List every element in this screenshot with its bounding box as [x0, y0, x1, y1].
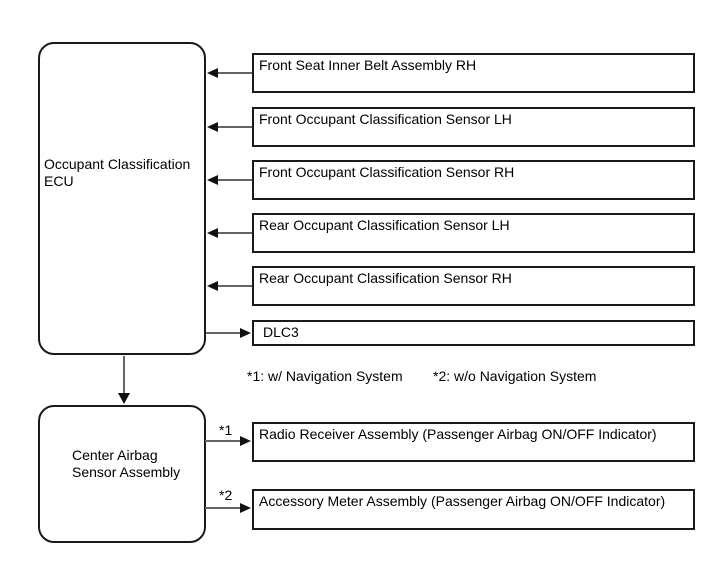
box-label: Front Seat Inner Belt Assembly RH	[259, 57, 477, 73]
occupant-classification-ecu-box: Occupant Classification ECU	[38, 42, 206, 355]
arrow-left-icon	[207, 122, 218, 132]
box-front-occupant-classification-sensor-rh: Front Occupant Classification Sensor RH	[252, 160, 695, 200]
footnote-wo-navigation: *2: w/o Navigation System	[433, 368, 597, 384]
occupant-classification-ecu-label: Occupant Classification ECU	[40, 44, 204, 190]
box-label: Rear Occupant Classification Sensor LH	[259, 217, 510, 233]
arrow-down-icon	[118, 393, 130, 404]
box-accessory-meter-assembly: Accessory Meter Assembly (Passenger Airb…	[252, 489, 695, 530]
box-label: Accessory Meter Assembly (Passenger Airb…	[259, 493, 666, 509]
box-front-occupant-classification-sensor-lh: Front Occupant Classification Sensor LH	[252, 107, 695, 147]
connector-line	[205, 507, 242, 509]
arrow-left-icon	[207, 175, 218, 185]
center-airbag-label-line1: Center Airbag	[72, 447, 158, 463]
connector-line	[206, 332, 242, 334]
arrow-right-icon	[240, 503, 251, 513]
box-rear-occupant-classification-sensor-rh: Rear Occupant Classification Sensor RH	[252, 266, 695, 306]
connector-line	[123, 356, 125, 394]
connector-line	[216, 285, 252, 287]
box-label: Rear Occupant Classification Sensor RH	[259, 270, 512, 286]
footnote-w-navigation: *1: w/ Navigation System	[247, 368, 403, 384]
box-front-seat-inner-belt-assembly-rh: Front Seat Inner Belt Assembly RH	[252, 53, 695, 93]
connector-line	[216, 232, 252, 234]
box-label: DLC3	[263, 324, 299, 340]
box-label: Front Occupant Classification Sensor RH	[259, 164, 515, 180]
connector-line	[216, 179, 252, 181]
connector-line	[216, 72, 252, 74]
center-airbag-sensor-assembly-box: Center Airbag Sensor Assembly	[38, 405, 206, 543]
marker-star1: *1	[219, 422, 233, 438]
connector-line	[205, 440, 242, 442]
arrow-right-icon	[240, 328, 251, 338]
arrow-left-icon	[207, 68, 218, 78]
arrow-left-icon	[207, 228, 218, 238]
center-airbag-label-line2: Sensor Assembly	[72, 464, 181, 480]
box-radio-receiver-assembly: Radio Receiver Assembly (Passenger Airba…	[252, 422, 695, 462]
box-label: Radio Receiver Assembly (Passenger Airba…	[259, 426, 657, 442]
arrow-right-icon	[240, 436, 251, 446]
ecu-label-line1: Occupant Classification	[44, 156, 191, 172]
ecu-label-line2: ECU	[44, 173, 74, 189]
connector-line	[216, 126, 252, 128]
arrow-left-icon	[207, 281, 218, 291]
box-label: Front Occupant Classification Sensor LH	[259, 111, 512, 127]
box-rear-occupant-classification-sensor-lh: Rear Occupant Classification Sensor LH	[252, 213, 695, 253]
center-airbag-label: Center Airbag Sensor Assembly	[40, 407, 204, 481]
marker-star2: *2	[219, 487, 233, 503]
box-dlc3: DLC3	[252, 320, 695, 346]
